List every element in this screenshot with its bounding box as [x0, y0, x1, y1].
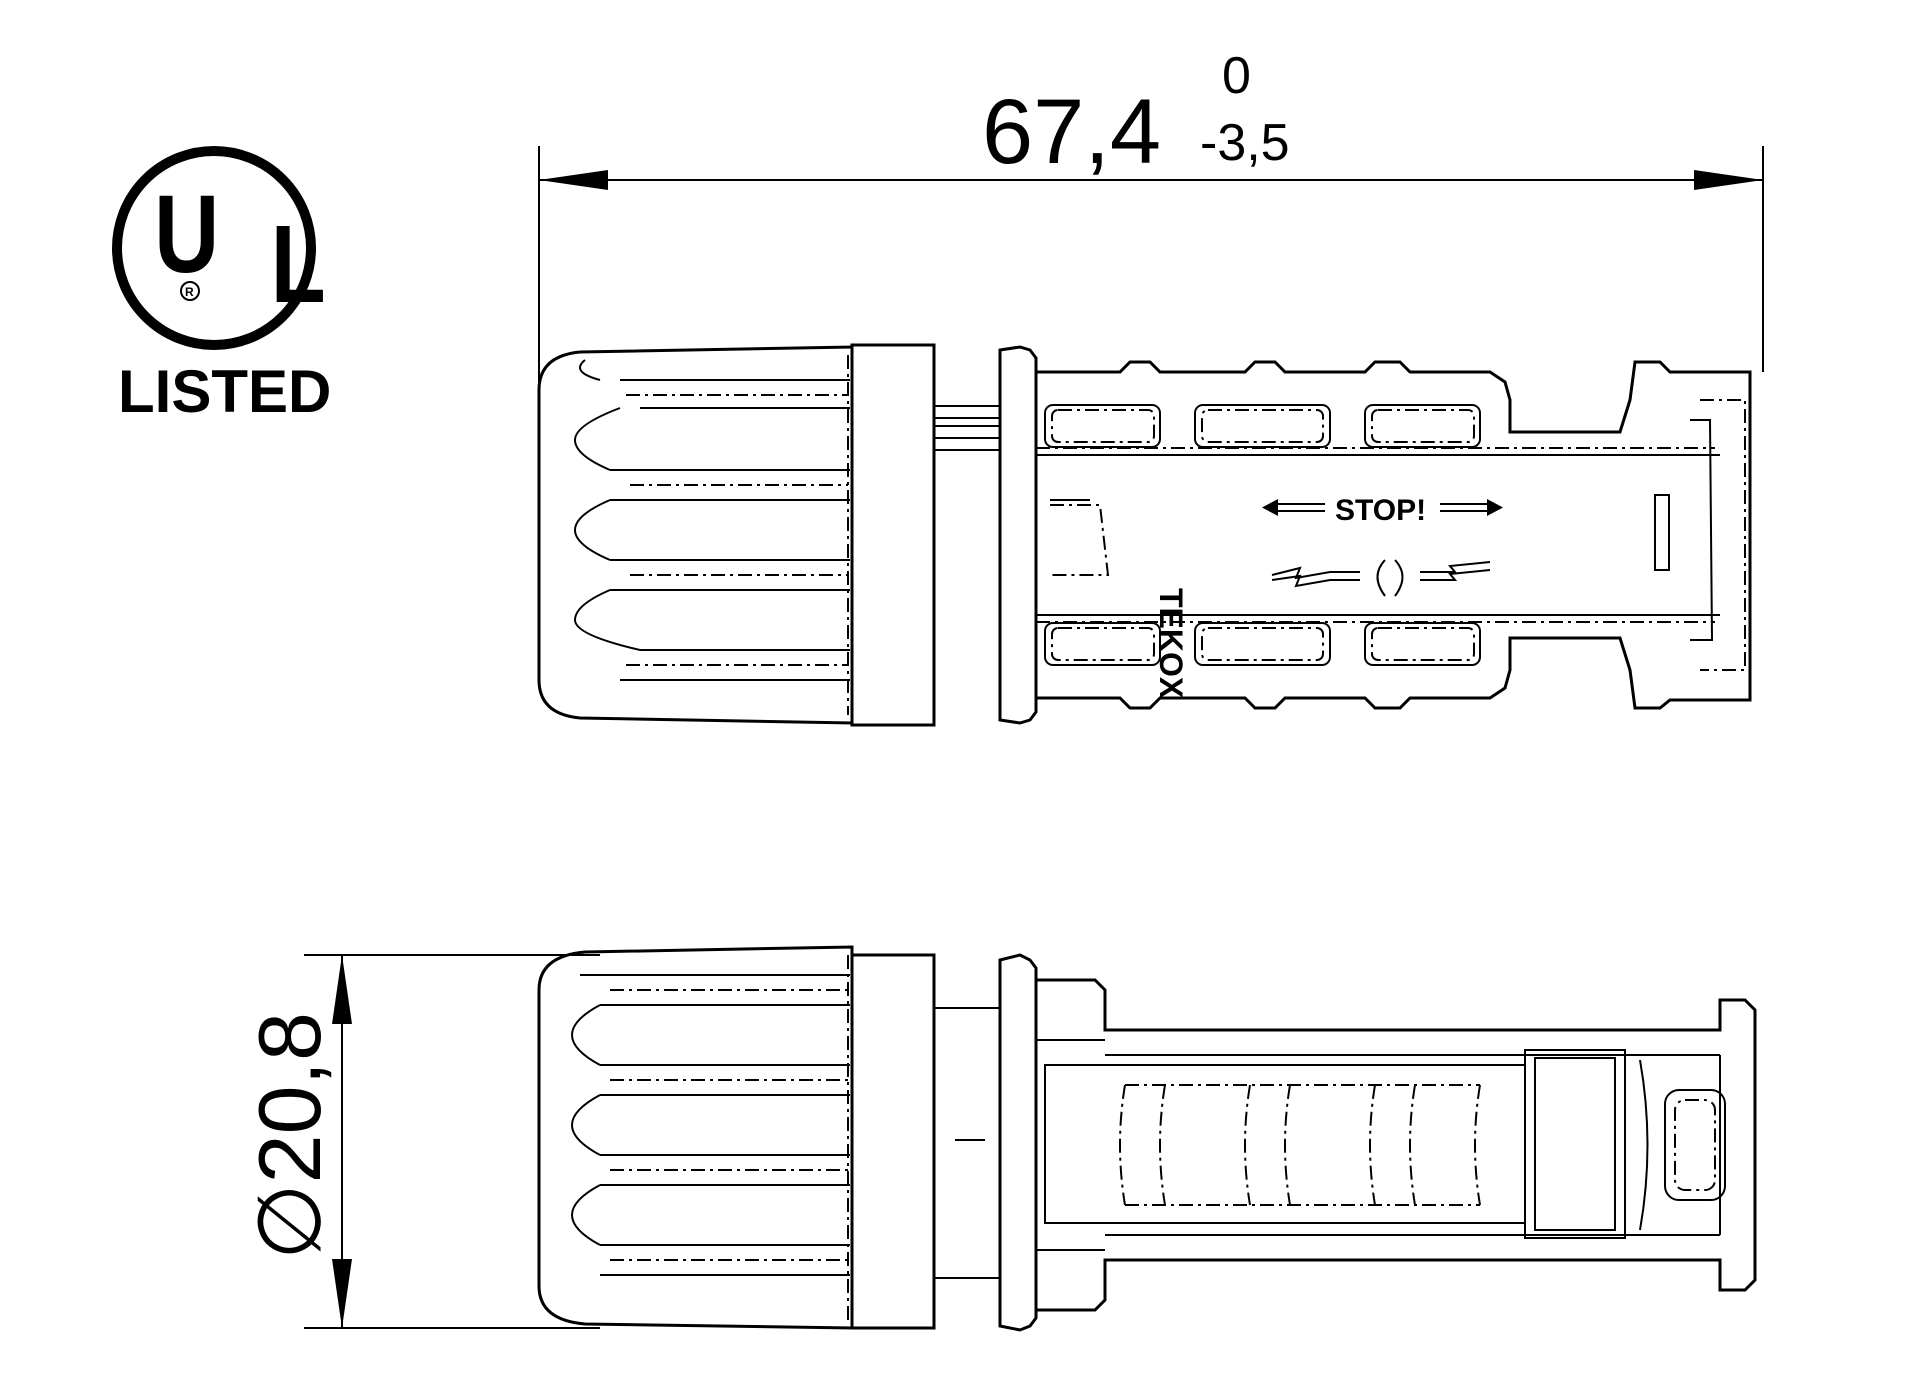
ul-logo-letter-l: L — [271, 204, 326, 326]
connector-side-view — [537, 945, 1757, 1332]
disconnect-symbol — [1271, 559, 1491, 597]
length-dimension: 67,4 0 -3,5 — [538, 47, 1764, 390]
length-tolerance-upper: 0 — [1222, 47, 1251, 105]
ul-logo-letter-u: U — [154, 174, 219, 296]
diameter-dimension: ∅20,8 — [240, 954, 600, 1329]
connector-top-view: TEKOX STOP! — [537, 343, 1752, 727]
length-value: 67,4 — [982, 81, 1161, 183]
stop-marking-group: STOP! — [1262, 494, 1503, 527]
ul-listed-logo: U L R LISTED — [112, 146, 331, 425]
length-tolerance-lower: -3,5 — [1200, 114, 1290, 172]
stop-label: STOP! — [1335, 494, 1426, 527]
ul-registered-mark: R — [185, 285, 194, 299]
brand-marking: TEKOX — [1153, 588, 1189, 699]
ul-logo-caption: LISTED — [118, 358, 331, 425]
diameter-label: ∅20,8 — [240, 1012, 339, 1260]
